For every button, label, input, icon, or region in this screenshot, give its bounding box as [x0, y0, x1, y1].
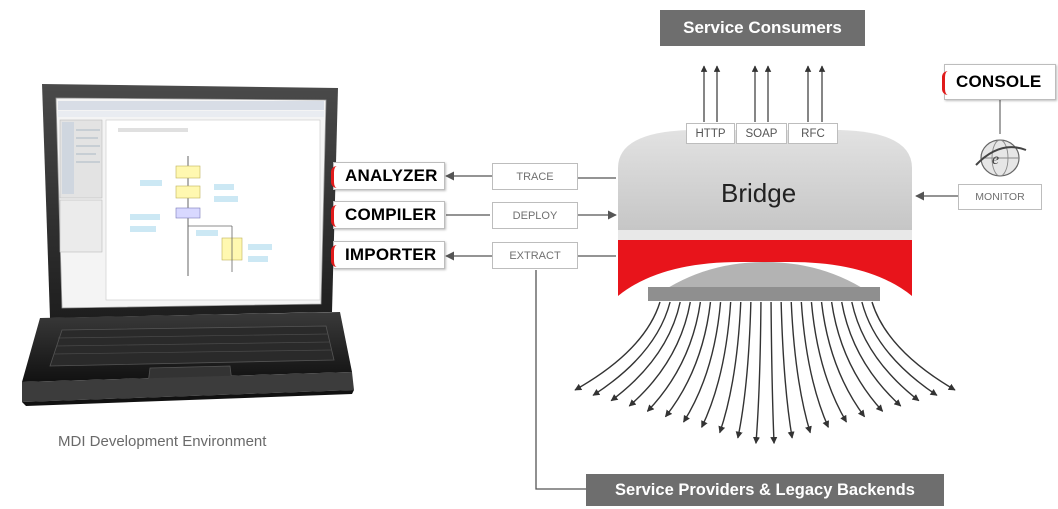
provider-arrow: [830, 301, 884, 412]
provider-arrow: [790, 301, 812, 434]
provider-arrow: [800, 301, 829, 428]
provider-arrow: [752, 301, 762, 445]
provider-arrow: [718, 301, 742, 434]
bridge-red-band: [618, 240, 912, 296]
analyzer-label: ANALYZER: [345, 166, 438, 185]
tool-importer: IMPORTER: [331, 241, 445, 269]
console-label: CONSOLE: [956, 72, 1042, 91]
provider-arrow: [861, 301, 938, 396]
bridge-body: [618, 130, 912, 230]
provider-arrow: [592, 301, 671, 396]
provider-arrow: [646, 301, 702, 412]
analyzer-marker: [331, 166, 339, 188]
protocol-soap: SOAP: [736, 123, 787, 144]
provider-arrow: [682, 301, 722, 423]
console-marker: [942, 71, 950, 95]
monitor-box: MONITOR: [958, 184, 1042, 210]
provider-arrow: [628, 301, 691, 407]
provider-arrow: [664, 301, 712, 418]
provider-arrow: [820, 301, 866, 418]
tool-analyzer: ANALYZER: [331, 162, 445, 190]
tool-compiler: COMPILER: [331, 201, 445, 229]
operation-extract: EXTRACT: [492, 242, 578, 269]
bridge-label: Bridge: [721, 178, 797, 208]
provider-arrow: [574, 301, 661, 391]
provider-arrow: [780, 301, 795, 439]
environment-caption: MDI Development Environment: [58, 433, 267, 450]
consumer-arrows: [700, 65, 826, 122]
importer-label: IMPORTER: [345, 245, 437, 264]
bridge-divider: [618, 230, 912, 240]
monitor-globe-icon: e: [975, 139, 1027, 177]
console-box: CONSOLE: [942, 64, 1056, 100]
provider-arrow: [610, 301, 681, 402]
provider-arrow: [770, 301, 778, 445]
svg-text:e: e: [992, 151, 999, 168]
operation-deploy: DEPLOY: [492, 202, 578, 229]
operation-trace: TRACE: [492, 163, 578, 190]
protocol-http: HTTP: [686, 123, 735, 144]
laptop-icon: [22, 84, 354, 406]
provider-arrow: [841, 301, 902, 407]
provider-arrow: [871, 301, 956, 391]
provider-arrow: [810, 301, 848, 423]
service-consumers-banner: Service Consumers: [660, 10, 865, 46]
bridge-base: [648, 287, 880, 301]
provider-arrow: [851, 301, 920, 402]
importer-marker: [331, 245, 339, 267]
provider-arrow: [701, 301, 732, 428]
provider-arrow: [735, 301, 752, 439]
provider-arrows: [574, 301, 956, 445]
compiler-label: COMPILER: [345, 205, 437, 224]
compiler-marker: [331, 205, 339, 227]
protocol-rfc: RFC: [788, 123, 838, 144]
service-providers-banner: Service Providers & Legacy Backends: [586, 474, 944, 506]
extract-provider-line: [535, 270, 586, 490]
